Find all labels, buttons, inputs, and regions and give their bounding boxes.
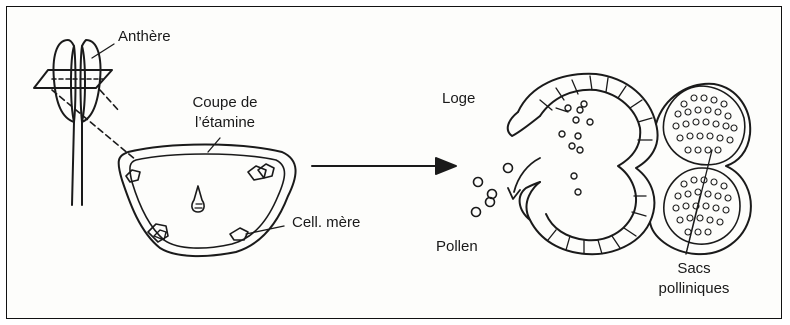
label-pollen: Pollen — [436, 238, 478, 256]
released-pollen — [472, 164, 513, 217]
label-anthere: Anthère — [118, 28, 171, 46]
label-cell-mere: Cell. mère — [292, 214, 360, 232]
label-sacs-line2: polliniques — [644, 280, 744, 298]
label-coupe-line2: l’étamine — [180, 114, 270, 132]
release-arrow — [508, 158, 540, 199]
stamen-cross-section — [119, 138, 296, 256]
label-loge: Loge — [442, 90, 475, 108]
label-sacs-line1: Sacs — [644, 260, 744, 278]
transition-arrow — [312, 158, 456, 174]
anther-section — [508, 74, 751, 254]
label-coupe-line1: Coupe de — [180, 94, 270, 112]
stamen-drawing — [34, 40, 136, 205]
